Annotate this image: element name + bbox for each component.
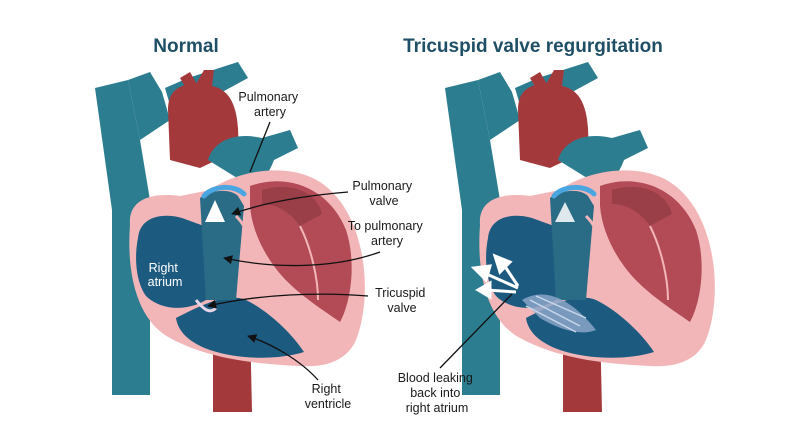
leak-arrows — [470, 253, 520, 300]
normal-heart: Right atrium — [95, 62, 365, 412]
flow-arrow-head-2 — [555, 202, 575, 222]
flow-arrow-head — [205, 200, 225, 222]
title-normal: Normal — [153, 36, 218, 57]
leader-pulmonary-valve — [231, 191, 349, 216]
tricuspid-valve-closed — [194, 299, 218, 313]
leader-tricuspid-valve — [207, 293, 369, 309]
label-right-atrium: Right atrium — [148, 261, 183, 289]
label-pulmonary-valve: Pulmonary valve — [352, 179, 415, 208]
regurgitation-heart — [445, 62, 715, 412]
label-tricuspid-valve: Tricuspid valve — [375, 286, 429, 315]
leader-to-pulmonary-artery — [223, 251, 381, 267]
tricuspid-leaflets-open — [522, 294, 596, 333]
leader-blood-leaking — [439, 293, 513, 369]
label-right-ventricle: Right ventricle — [305, 382, 352, 411]
leader-pulmonary-artery — [249, 121, 271, 173]
label-to-pulmonary-artery: To pulmonary artery — [348, 219, 427, 248]
chordae-lines — [525, 295, 587, 333]
label-pulmonary-artery: Pulmonary artery — [238, 90, 301, 119]
leader-right-ventricle — [247, 334, 319, 381]
title-regurgitation: Tricuspid valve regurgitation — [403, 36, 663, 57]
label-blood-leaking: Blood leaking back into right atrium — [398, 371, 477, 415]
